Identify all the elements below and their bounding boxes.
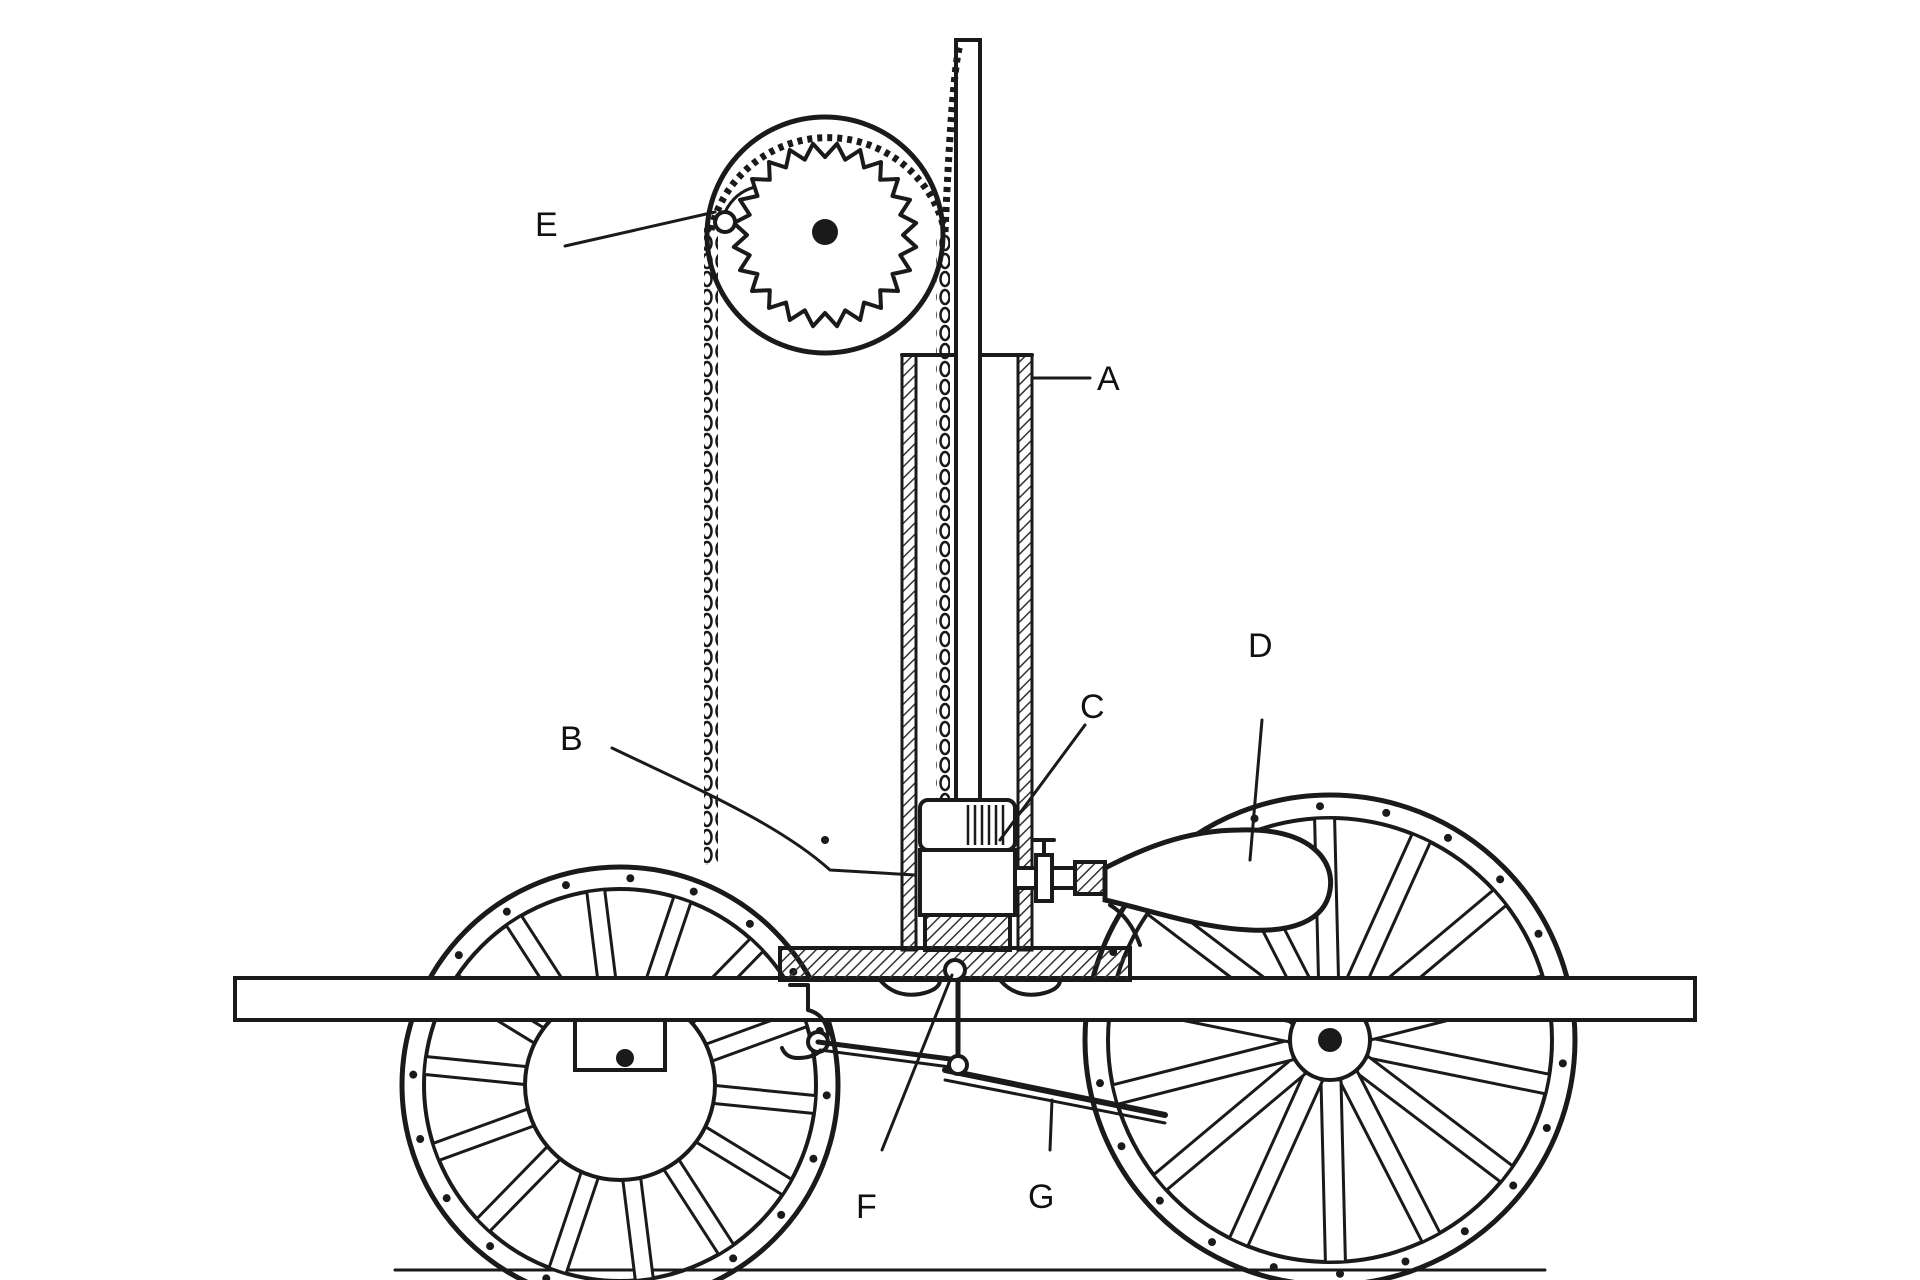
cylinder-lower-block — [918, 848, 1017, 917]
leader-lines — [563, 210, 1264, 1152]
left-wheel-rivet — [409, 1070, 418, 1079]
label-g: G — [1028, 1178, 1054, 1216]
support-bracket-right — [998, 978, 1062, 997]
left-wheel-rivet — [502, 907, 511, 916]
left-wheel-rivet — [777, 1210, 786, 1219]
steam-valve — [1013, 838, 1107, 903]
left-wheel-rivet — [454, 951, 463, 960]
left-wheel-rivet — [822, 1091, 831, 1100]
support-bracket-left — [878, 978, 942, 997]
label-a: A — [1097, 360, 1120, 398]
right-wheel-rivet — [1315, 802, 1324, 811]
label-d: D — [1248, 627, 1273, 665]
vessel-lower-pipe — [1108, 903, 1142, 947]
chassis-beam — [233, 976, 1697, 1022]
right-wheel-hub — [1318, 1028, 1342, 1052]
chain-right-vertical — [936, 235, 950, 800]
chain-to-rod-top — [941, 43, 964, 233]
piston-rod — [954, 38, 982, 802]
right-wheel-rivet — [1542, 1124, 1551, 1133]
right-wheel-rivet — [1155, 1196, 1164, 1205]
right-wheel-rivet — [1401, 1257, 1410, 1266]
right-wheel-rivet — [1096, 1079, 1105, 1088]
left-wheel-rivet — [729, 1254, 738, 1263]
left-wheel-rivet — [626, 874, 635, 883]
piston-stripes — [966, 805, 1005, 845]
chain-over-sprocket — [707, 134, 949, 233]
right-wheel-rivet — [1534, 929, 1543, 938]
left-wheel-rivet — [809, 1154, 818, 1163]
sprocket-teeth — [731, 141, 919, 329]
right-wheel-rivet — [1382, 808, 1391, 817]
left-wheel — [399, 864, 841, 1280]
left-wheel-rivet — [416, 1135, 425, 1144]
right-wheel-rivet — [1117, 1142, 1126, 1151]
chain-left-vertical — [704, 225, 718, 865]
left-wheel-rivet — [689, 887, 698, 896]
right-wheel-rivet — [1443, 833, 1452, 842]
sprocket-wheel — [704, 114, 946, 356]
right-wheel-rivet — [1558, 1059, 1567, 1068]
right-wheel-spoke — [1319, 1078, 1347, 1264]
cylinder-outer-left — [900, 353, 918, 952]
left-wheel-rivet — [561, 881, 570, 890]
left-axle — [616, 1049, 634, 1067]
right-wheel-rivet — [1208, 1238, 1217, 1247]
label-f: F — [856, 1188, 877, 1226]
vessel-bulb — [1102, 827, 1334, 933]
right-wheel-rivet — [1496, 875, 1505, 884]
label-b: B — [560, 720, 583, 758]
left-wheel-rivet — [745, 919, 754, 928]
right-wheel-rivet — [1269, 1263, 1278, 1272]
cylinder-base — [923, 913, 1012, 952]
sprocket-axle — [812, 219, 838, 245]
cylinder-outer-right — [1016, 353, 1034, 952]
left-wheel-rivet — [486, 1242, 495, 1251]
right-wheel-rivet — [1336, 1269, 1345, 1278]
left-wheel-rivet — [542, 1274, 551, 1280]
linkage-rod-assembly — [815, 958, 1168, 1125]
right-wheel-rivet — [1460, 1227, 1469, 1236]
label-c: C — [1080, 688, 1105, 726]
label-e: E — [535, 206, 558, 244]
cylinder-assembly — [900, 38, 1034, 952]
right-wheel-rivet — [1509, 1181, 1518, 1190]
left-wheel-rivet — [442, 1194, 451, 1203]
